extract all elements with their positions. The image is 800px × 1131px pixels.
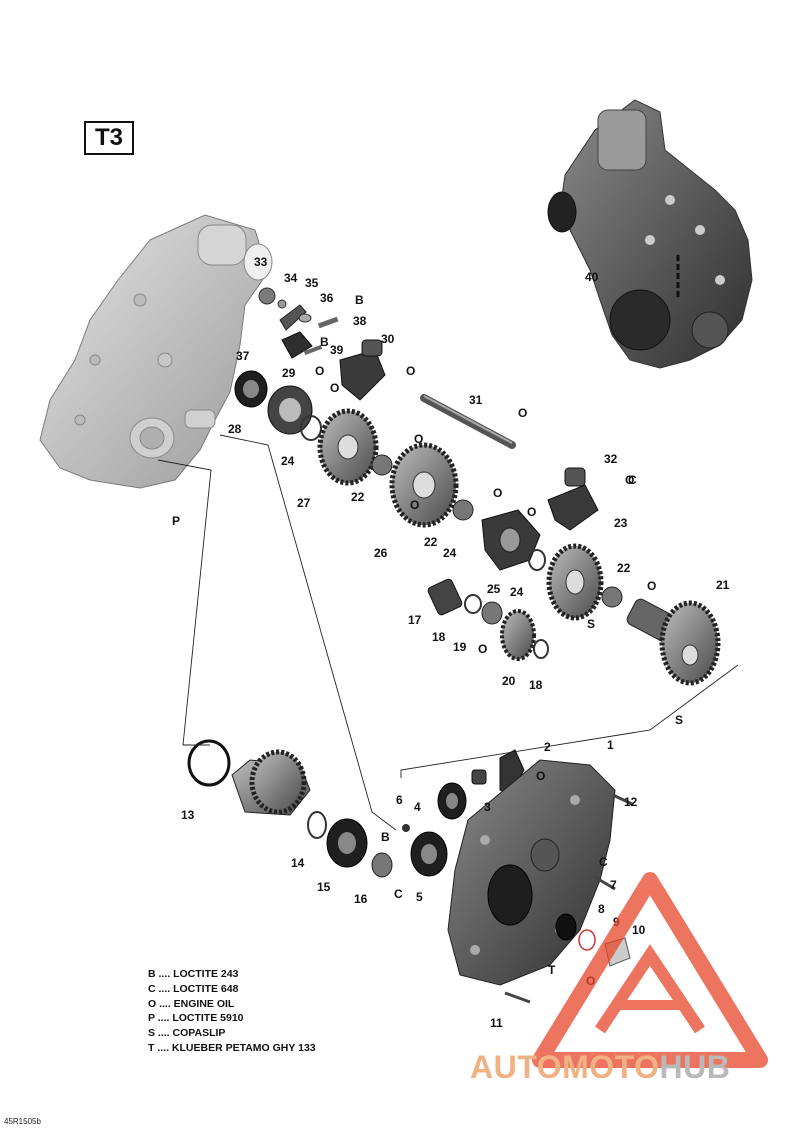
lube-mark: C: [599, 855, 608, 869]
part-label: 18: [432, 630, 446, 644]
lube-mark: S: [675, 713, 683, 727]
watermark-logo: [532, 872, 768, 1068]
part-label: 12: [624, 795, 638, 809]
watermark-text-part1: AUTOMOTO: [470, 1049, 660, 1085]
detent-parts: [258, 287, 386, 401]
part-label: 6: [396, 793, 403, 807]
part-label: 8: [598, 902, 605, 916]
part-label: 22: [351, 490, 365, 504]
part-label: 15: [317, 880, 331, 894]
lube-mark: O: [410, 498, 419, 512]
lube-mark: O: [527, 505, 536, 519]
watermark-text-part2: HUB: [659, 1049, 731, 1085]
shift-shaft: [420, 394, 516, 449]
lube-mark: O: [493, 486, 502, 500]
lube-mark: O: [414, 432, 423, 446]
part-label: 5: [416, 890, 423, 904]
lube-mark: O: [518, 406, 527, 420]
part-label: 16: [354, 892, 368, 906]
part-label: 30: [381, 332, 395, 346]
lube-mark: B: [381, 830, 390, 844]
lube-mark: S: [587, 617, 595, 631]
legend-row: P .... LOCTITE 5910: [148, 1012, 244, 1025]
part-label: 24: [281, 454, 295, 468]
part-label: 18: [529, 678, 543, 692]
part-label: 14: [291, 856, 305, 870]
part-label: 27: [297, 496, 311, 510]
lube-mark: O: [315, 364, 324, 378]
lube-mark: O: [647, 579, 656, 593]
part-label: 35: [305, 276, 319, 290]
part-label: 7: [610, 878, 617, 892]
part-label: 28: [228, 422, 242, 436]
lube-mark: C: [394, 887, 403, 901]
part-label: 17: [408, 613, 422, 627]
lube-mark: O: [478, 642, 487, 656]
lube-mark: O: [536, 769, 545, 783]
part-label: 34: [284, 271, 298, 285]
part-label: 4: [414, 800, 421, 814]
part-label: 33: [254, 255, 268, 269]
part-label: 39: [330, 343, 344, 357]
part-label: 40: [585, 270, 599, 284]
drawing-reference: 45R1505b: [4, 1117, 41, 1126]
legend-row: T .... KLUEBER PETAMO GHY 133: [148, 1041, 316, 1054]
part-label: 21: [716, 578, 730, 592]
gear-cluster-middle: [427, 467, 623, 661]
lube-mark: C: [628, 473, 637, 487]
part-label: 2: [544, 740, 551, 754]
part-label: 24: [443, 546, 457, 560]
legend-row: B .... LOCTITE 243: [148, 968, 239, 980]
lube-mark: B: [355, 293, 364, 307]
part-label: 22: [617, 561, 631, 575]
watermark-text: AUTOMOTOHUB: [470, 1049, 730, 1086]
part-label: 36: [320, 291, 334, 305]
lube-mark: B: [320, 335, 329, 349]
part-label: 26: [374, 546, 388, 560]
crankcase-left-half: [39, 214, 273, 489]
lubricant-legend: B .... LOCTITE 243 C .... LOCTITE 648 O …: [148, 967, 316, 1056]
part-label: 19: [453, 640, 467, 654]
crankcase-cover: [447, 759, 633, 1004]
part-label: 24: [510, 585, 524, 599]
part-label: 38: [353, 314, 367, 328]
part-labels: 1 2 3 4 5 6 7 8 9 10 11 12 13 14 15 16 1…: [181, 255, 730, 1030]
part-label: 11: [490, 1016, 503, 1030]
leader-lines: [157, 434, 739, 831]
part-label: 25: [487, 582, 501, 596]
output-shaft: [626, 598, 721, 686]
legend-row: O .... ENGINE OIL: [148, 997, 235, 1010]
gear-cluster-left: [234, 370, 474, 528]
section-tag: T3: [84, 121, 134, 155]
part-label: 32: [604, 452, 618, 466]
part-label: 3: [484, 800, 491, 814]
differential-cluster: [187, 739, 525, 878]
gearbox-assembly: [547, 99, 753, 369]
lube-mark: T: [548, 963, 556, 977]
part-label: 22: [424, 535, 438, 549]
lube-mark: O: [330, 381, 339, 395]
legend-row: S .... COPASLIP: [148, 1027, 226, 1040]
part-label: 37: [236, 349, 250, 363]
part-label: 10: [632, 923, 646, 937]
lube-mark: O: [625, 473, 634, 487]
lube-mark: P: [172, 514, 180, 528]
lube-mark: O: [406, 364, 415, 378]
part-label: 13: [181, 808, 195, 822]
part-label: 29: [282, 366, 296, 380]
part-label: 20: [502, 674, 516, 688]
part-label: 23: [614, 516, 628, 530]
part-label: 31: [469, 393, 483, 407]
legend-row: C .... LOCTITE 648: [148, 982, 239, 995]
part-label: 1: [607, 738, 614, 752]
